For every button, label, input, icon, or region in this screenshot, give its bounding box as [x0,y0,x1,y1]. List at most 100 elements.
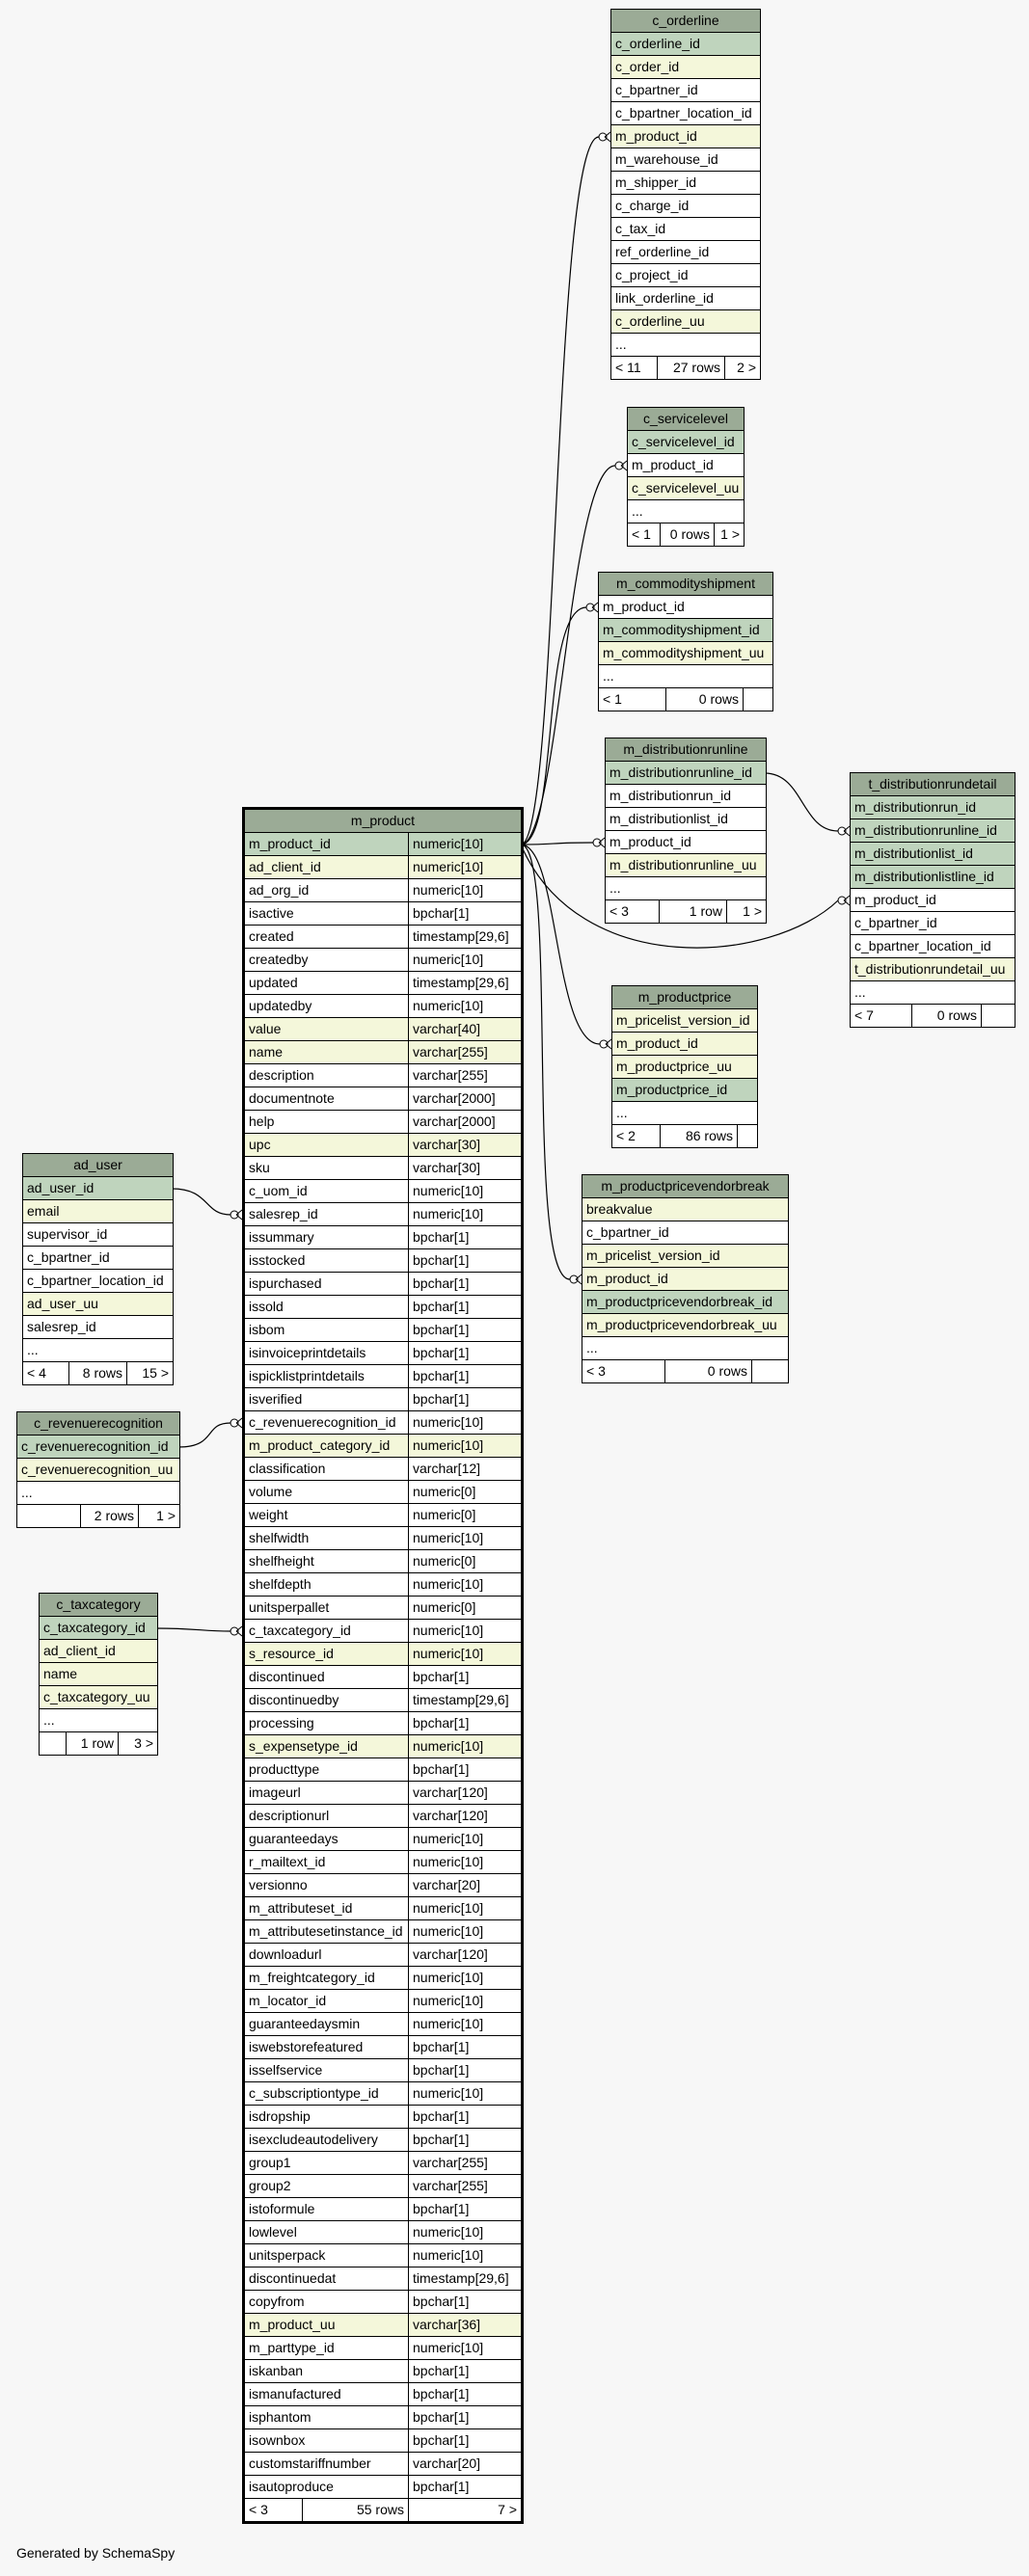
table-title[interactable]: m_distributionrunline [606,738,766,762]
parents-count[interactable]: < 3 [245,2499,303,2521]
column-row[interactable]: m_product_id [611,125,760,148]
column-row[interactable]: ref_orderline_id [611,241,760,264]
children-count[interactable]: 7 > [498,2502,517,2517]
children-count[interactable]: 1 > [743,903,762,919]
children-count[interactable]: 3 > [134,1735,153,1751]
column-row[interactable]: m_shipper_id [611,172,760,195]
column-row[interactable]: c_orderline_id [611,33,760,56]
column-row[interactable]: supervisor_id [23,1223,173,1247]
column-row[interactable]: c_bpartner_id [582,1221,788,1245]
row-count[interactable]: 1 row [660,900,727,923]
column-row[interactable]: ... [17,1482,179,1505]
column-row[interactable]: m_product_id [582,1268,788,1291]
column-row[interactable]: c_taxcategory_uu [40,1686,157,1709]
children-count[interactable] [752,1360,788,1382]
column-row[interactable]: m_product_id [606,831,766,854]
row-count[interactable]: 0 rows [661,523,715,546]
column-row[interactable]: ... [851,981,1015,1005]
table-title[interactable]: m_productpricevendorbreak [582,1175,788,1198]
column-row[interactable]: link_orderline_id [611,287,760,310]
parents-count[interactable]: < 1 [628,523,661,546]
row-count[interactable]: 86 rows [661,1125,738,1147]
column-row[interactable]: breakvalue [582,1198,788,1221]
column-row[interactable]: ... [599,665,772,688]
column-row[interactable]: c_bpartner_location_id [23,1270,173,1293]
row-count[interactable]: 0 rows [665,1360,752,1382]
row-count[interactable]: 8 rows [69,1362,127,1384]
table-title[interactable]: c_revenuerecognition [17,1412,179,1436]
column-row[interactable]: ... [606,877,766,900]
table-title[interactable]: t_distributionrundetail [851,773,1015,796]
column-row[interactable]: c_revenuerecognition_id [17,1436,179,1459]
table-title[interactable]: m_productprice [612,986,757,1009]
parents-count[interactable]: < 3 [606,900,660,923]
column-row[interactable]: ... [582,1337,788,1360]
column-row[interactable]: c_orderline_uu [611,310,760,334]
children-count[interactable] [744,688,772,711]
column-row[interactable]: m_productprice_uu [612,1056,757,1079]
column-row[interactable]: c_bpartner_id [23,1247,173,1270]
column-row[interactable]: ... [23,1339,173,1362]
parents-count[interactable]: < 11 [611,357,658,379]
children-count[interactable] [982,1005,1015,1027]
column-row[interactable]: ... [40,1709,157,1732]
column-row[interactable]: salesrep_id [23,1316,173,1339]
parents-count[interactable]: < 4 [23,1362,69,1384]
column-row[interactable]: ... [611,334,760,357]
table-title[interactable]: m_product [245,810,521,833]
row-count[interactable]: 27 rows [658,357,725,379]
column-row[interactable]: c_project_id [611,264,760,287]
column-row[interactable]: c_order_id [611,56,760,79]
column-row[interactable]: m_distributionrunline_id [606,762,766,785]
column-row[interactable]: m_distributionlist_id [851,843,1015,866]
table-title[interactable]: m_commodityshipment [599,573,772,596]
column-row[interactable]: ad_user_uu [23,1293,173,1316]
column-row[interactable]: m_commodityshipment_uu [599,642,772,665]
row-count[interactable]: 0 rows [912,1005,982,1027]
table-title[interactable]: ad_user [23,1154,173,1177]
row-count[interactable]: 1 row [67,1732,119,1755]
column-row[interactable]: m_distributionrun_id [851,796,1015,819]
column-row[interactable]: m_pricelist_version_id [612,1009,757,1033]
table-title[interactable]: c_orderline [611,10,760,33]
